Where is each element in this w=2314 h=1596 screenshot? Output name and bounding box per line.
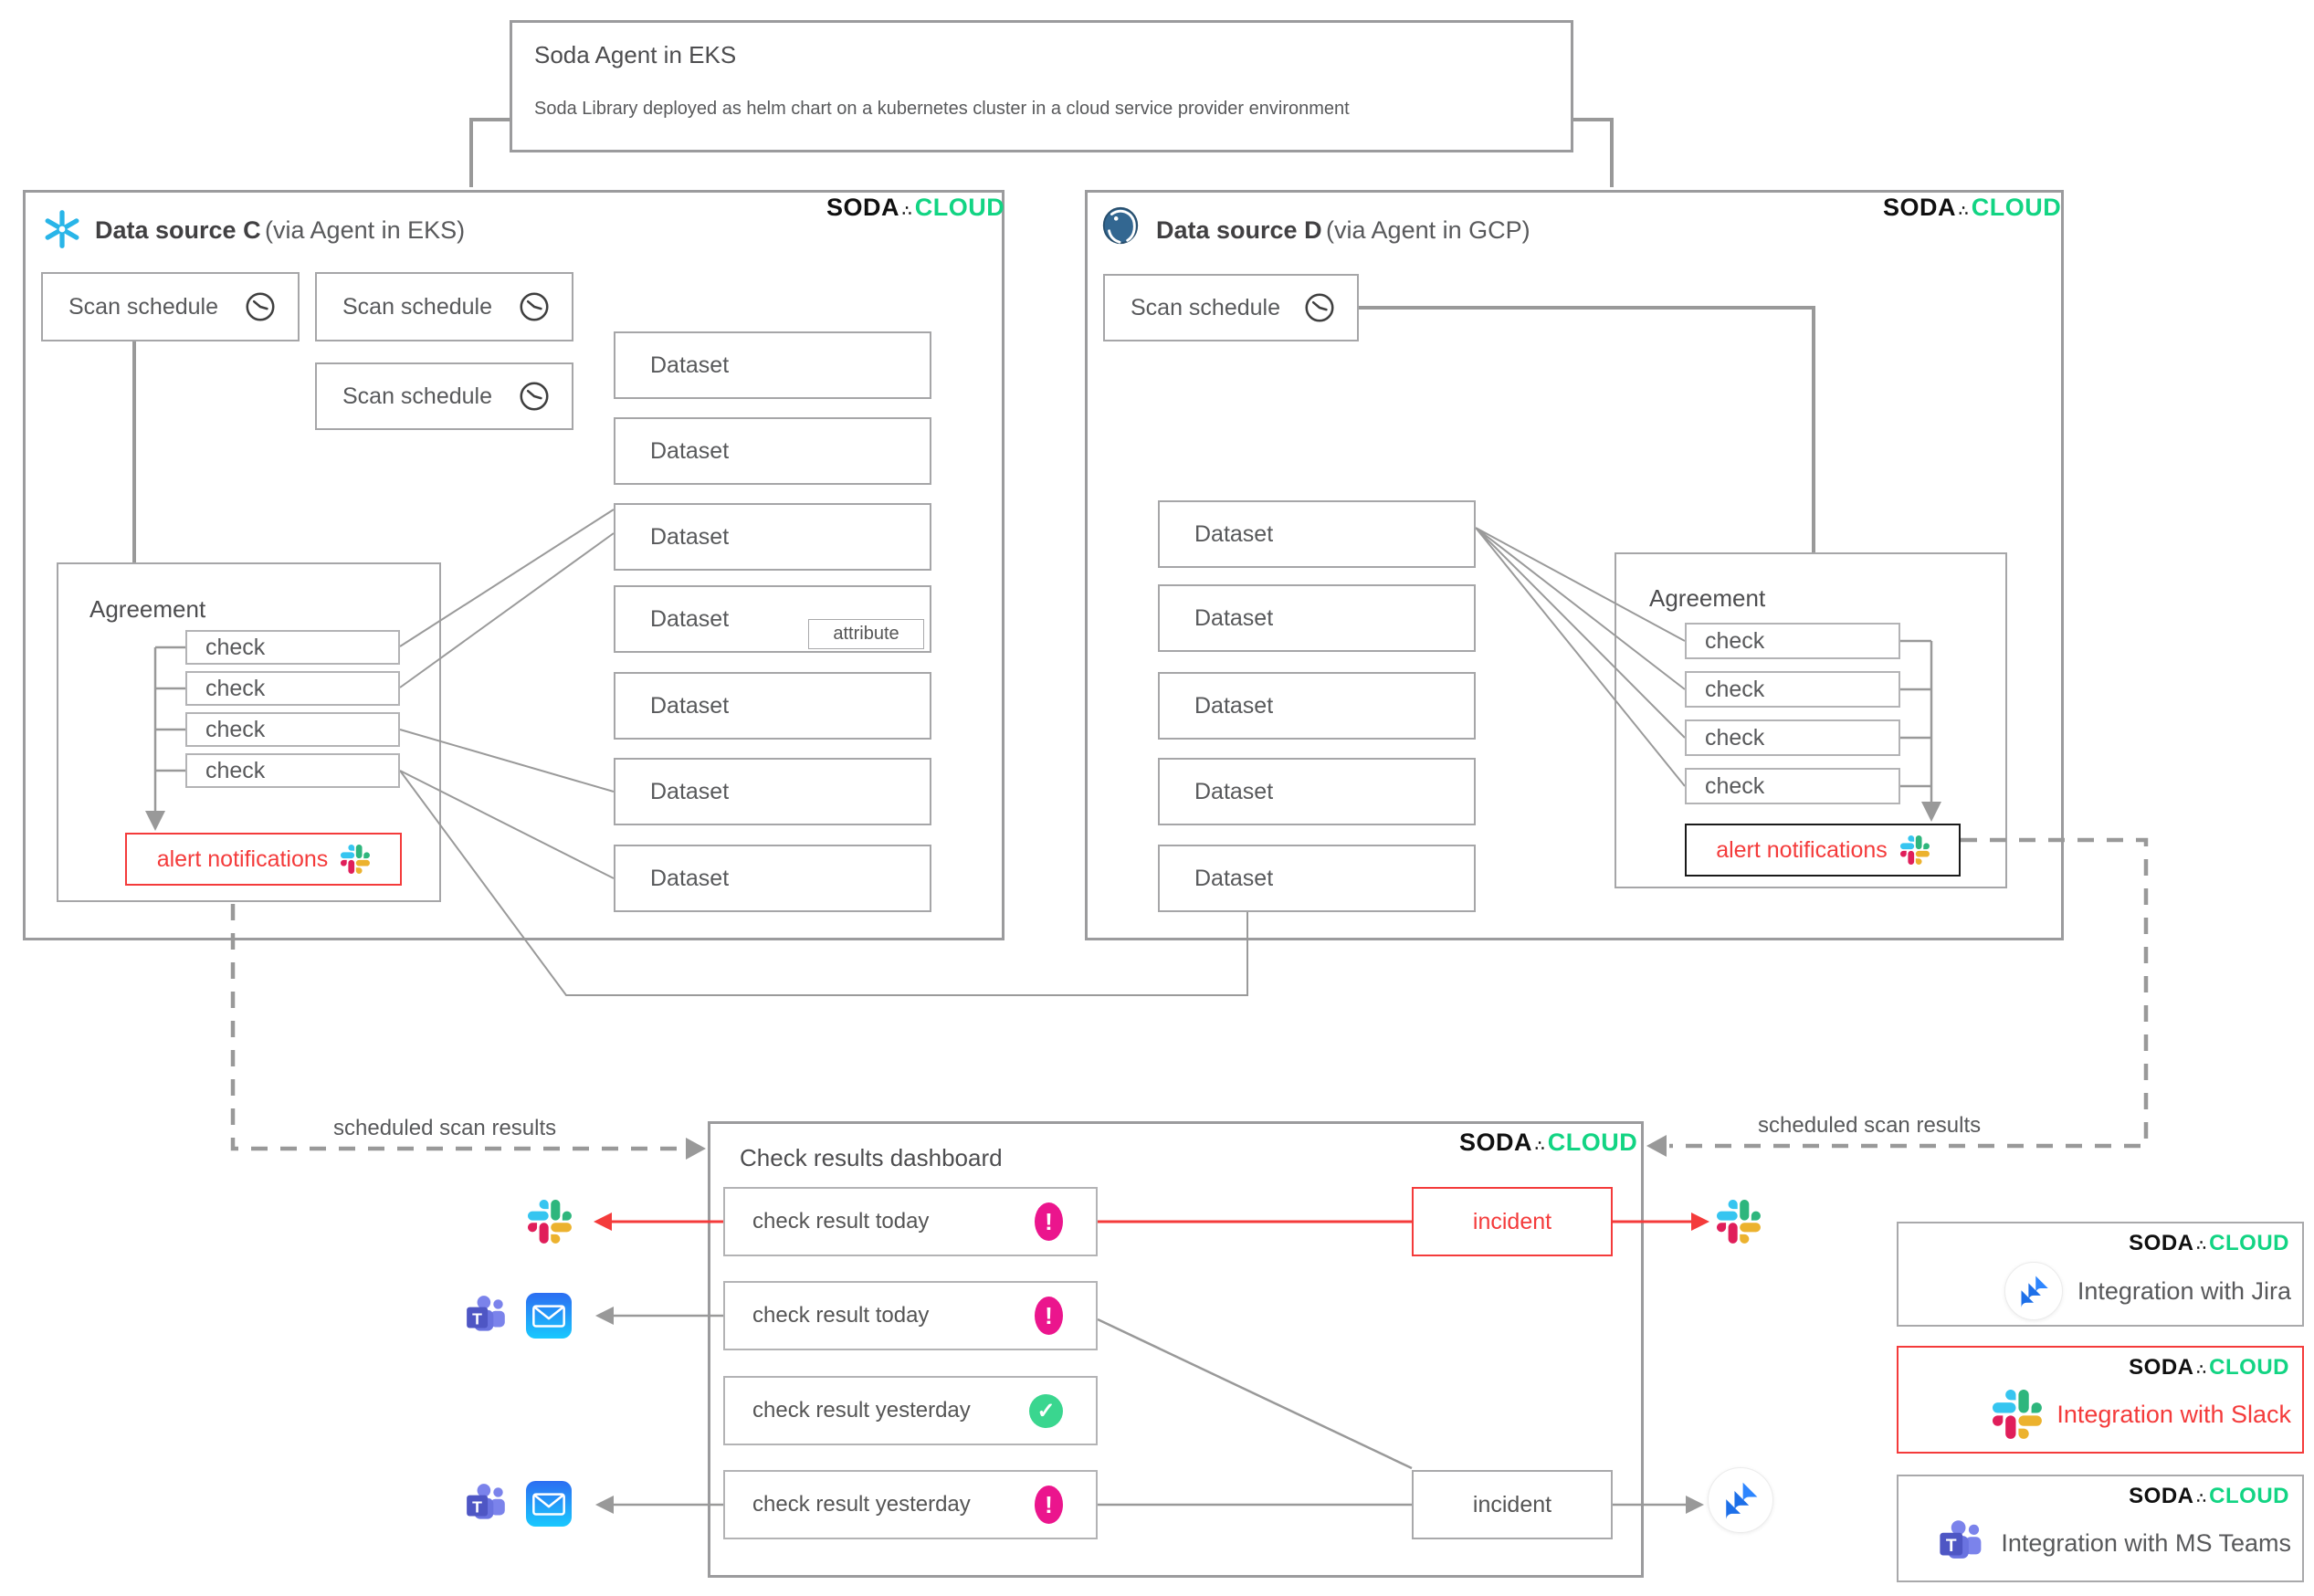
integration-slack-content: SODA∴CLOUD Integration with Slack	[1897, 1346, 2304, 1454]
jira-icon	[2004, 1262, 2063, 1320]
source-d-title-rest: (via Agent in GCP)	[1326, 216, 1530, 244]
mail-icon	[526, 1293, 572, 1339]
scan-schedule-box: Scan schedule	[41, 272, 300, 341]
soda-cloud-logo: SODA∴CLOUD	[1459, 1129, 1638, 1156]
source-d-title-bold: Data source D	[1156, 216, 1322, 244]
check-result-row: check result today !	[723, 1281, 1098, 1350]
scan-schedule-box: Scan schedule	[1103, 274, 1359, 341]
integration-slack-label: Integration with Slack	[2056, 1400, 2291, 1428]
check-box: check	[185, 671, 400, 706]
check-box: check	[1685, 671, 1900, 708]
integration-teams-label: Integration with MS Teams	[2001, 1528, 2291, 1557]
agent-subtitle: Soda Library deployed as helm chart on a…	[534, 99, 1350, 119]
agreement-c-label: Agreement	[89, 595, 206, 623]
alert-notifications-box: alert notifications	[1685, 824, 1961, 877]
check-box: check	[185, 753, 400, 788]
dataset-box: Dataset	[614, 417, 931, 485]
check-box: check	[185, 630, 400, 665]
check-result-row: check result today !	[723, 1187, 1098, 1256]
slack-icon	[341, 845, 370, 874]
dataset-box: Dataset	[1158, 845, 1476, 912]
exclamation-badge-icon: !	[1035, 1297, 1063, 1335]
agent-title: Soda Agent in EKS	[534, 41, 737, 68]
check-box: check	[1685, 623, 1900, 659]
clock-icon	[517, 289, 552, 324]
soda-cloud-logo: SODA∴CLOUD	[826, 194, 1005, 221]
agreement-d-label: Agreement	[1649, 584, 1766, 612]
slack-icon	[528, 1200, 572, 1244]
scan-schedule-box: Scan schedule	[315, 272, 573, 341]
ms-teams-icon	[464, 1294, 510, 1339]
slack-icon	[1717, 1200, 1761, 1244]
alert-notifications-box: alert notifications	[125, 833, 402, 886]
ms-teams-icon	[464, 1482, 510, 1528]
attribute-box: attribute	[808, 619, 924, 649]
soda-cloud-logo: SODA∴CLOUD	[2129, 1231, 2289, 1255]
soda-cloud-logo: SODA∴CLOUD	[2129, 1484, 2289, 1508]
check-result-row: check result yesterday ✓	[723, 1376, 1098, 1445]
dataset-box: Dataset	[1158, 758, 1476, 825]
dataset-box: Dataset	[614, 503, 931, 571]
integration-jira-label: Integration with Jira	[2077, 1276, 2291, 1305]
dataset-box: Dataset	[614, 331, 931, 399]
incident-box: incident	[1412, 1470, 1613, 1539]
check-box: check	[1685, 719, 1900, 756]
scan-schedule-box: Scan schedule	[315, 362, 573, 430]
scheduled-scan-results-label: scheduled scan results	[333, 1116, 557, 1140]
dataset-box: Dataset	[1158, 584, 1476, 652]
check-box: check	[1685, 768, 1900, 804]
integration-teams-content: SODA∴CLOUD Integration with MS Teams	[1897, 1475, 2304, 1582]
integration-box-teams	[1897, 1475, 2304, 1582]
exclamation-badge-icon: !	[1035, 1486, 1063, 1524]
soda-agent-box	[510, 20, 1573, 152]
slack-icon	[1993, 1390, 2042, 1439]
dataset-box: Dataset	[614, 758, 931, 825]
soda-cloud-logo: SODA∴CLOUD	[2129, 1355, 2289, 1380]
dataset-box: Dataset	[1158, 500, 1476, 568]
source-c-title-bold: Data source C	[95, 216, 261, 244]
scheduled-scan-results-label: scheduled scan results	[1758, 1113, 1982, 1138]
source-c-title: Data source C (via Agent in EKS)	[95, 216, 465, 245]
attribute-label: attribute	[833, 624, 899, 644]
postgresql-icon	[1099, 205, 1141, 247]
clock-icon	[1302, 290, 1337, 325]
integration-box-slack	[1897, 1346, 2304, 1454]
check-badge-icon: ✓	[1029, 1393, 1063, 1428]
source-d-title: Data source D (via Agent in GCP)	[1156, 216, 1530, 245]
check-box: check	[185, 712, 400, 747]
incident-box: incident	[1412, 1187, 1613, 1256]
jira-icon	[1708, 1467, 1773, 1533]
clock-icon	[517, 379, 552, 414]
integration-box-jira	[1897, 1222, 2304, 1327]
snowflake-icon	[41, 208, 83, 250]
soda-cloud-logo: SODA∴CLOUD	[1883, 194, 2062, 221]
integration-jira-content: SODA∴CLOUD Integration with Jira	[1897, 1222, 2304, 1327]
dataset-box: Dataset	[1158, 672, 1476, 740]
mail-icon	[526, 1481, 572, 1527]
exclamation-badge-icon: !	[1035, 1202, 1063, 1241]
source-c-title-rest: (via Agent in EKS)	[265, 216, 466, 244]
clock-icon	[243, 289, 278, 324]
check-result-row: check result yesterday !	[723, 1470, 1098, 1539]
ms-teams-icon	[1937, 1518, 1986, 1568]
dataset-box: Dataset	[614, 845, 931, 912]
dataset-box: Dataset	[614, 672, 931, 740]
dashboard-title: Check results dashboard	[740, 1144, 1003, 1171]
slack-icon	[1900, 835, 1930, 865]
